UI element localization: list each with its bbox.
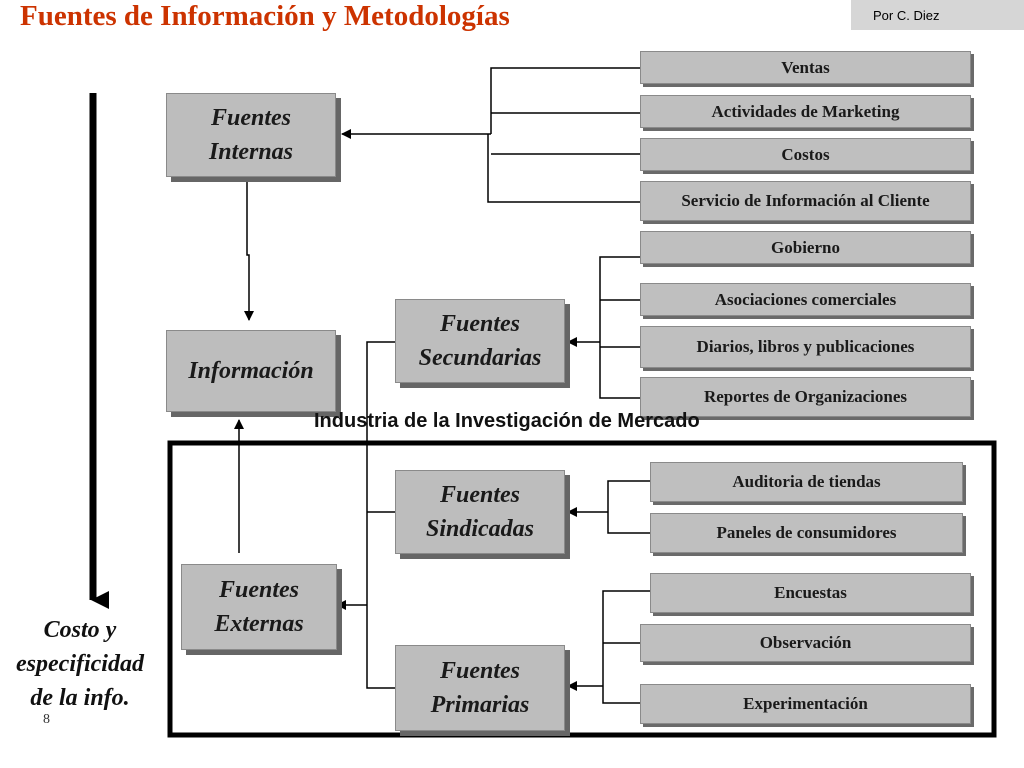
leaf-gobierno: Gobierno (640, 231, 971, 264)
leaf-paneles-consumidores: Paneles de consumidores (650, 513, 963, 553)
industry-frame (167, 440, 997, 738)
leaf-encuestas: Encuestas (650, 573, 971, 613)
leaf-actividades-marketing: Actividades de Marketing (640, 95, 971, 128)
leaf-reportes-organizaciones: Reportes de Organizaciones (640, 377, 971, 417)
leaf-experimentacion: Experimentación (640, 684, 971, 724)
author-label: Por C. Diez (851, 0, 1024, 30)
slide-title: Fuentes de Información y Metodologías (20, 0, 510, 32)
page-number: 8 (43, 712, 50, 727)
cost-label: Costo y especificidad de la info. (16, 617, 144, 711)
leaf-diarios-libros: Diarios, libros y publicaciones (640, 326, 971, 368)
industry-label: Industria de la Investigación de Mercado (314, 410, 700, 432)
leaf-auditoria-tiendas: Auditoria de tiendas (650, 462, 963, 502)
leaf-asociaciones-comerciales: Asociaciones comerciales (640, 283, 971, 316)
leaf-costos: Costos (640, 138, 971, 171)
leaf-observacion: Observación (640, 624, 971, 662)
leaf-servicio-informacion: Servicio de Información al Cliente (640, 181, 971, 221)
node-informacion: Información (166, 330, 336, 412)
leaf-ventas: Ventas (640, 51, 971, 84)
